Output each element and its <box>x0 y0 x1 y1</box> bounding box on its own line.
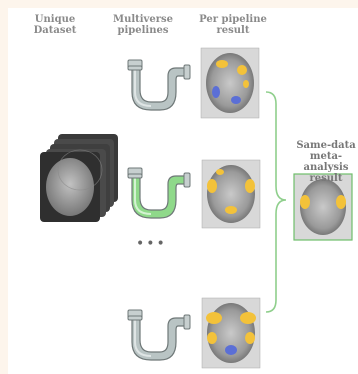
dataset-brain-icon <box>46 158 94 216</box>
dataset-stack <box>40 134 118 222</box>
pipeline-1-collar <box>128 66 142 70</box>
result-brain-1 <box>201 48 259 118</box>
pipeline-3-icon <box>128 310 190 360</box>
pipeline-1-collar <box>184 65 190 79</box>
result-brain-3 <box>202 298 260 368</box>
pipeline-2-icon <box>128 168 190 218</box>
meta-label-line2: meta-analysis <box>288 151 358 173</box>
pipeline-2-collar <box>184 173 190 187</box>
meta-label-line3: result <box>288 173 358 184</box>
grouping-brace <box>266 92 286 312</box>
more-pipelines-ellipsis: ••• <box>136 236 166 252</box>
brain-icon <box>207 165 255 223</box>
pipeline-2-collar <box>128 174 142 178</box>
pipeline-3-collar <box>184 315 190 329</box>
meta-label-line1: Same-data <box>288 140 358 151</box>
pipeline-3-collar <box>128 316 142 320</box>
meta-analysis-label: Same-data meta-analysis result <box>288 140 358 184</box>
result-brain-2 <box>202 160 260 228</box>
pipeline-1-icon <box>128 60 190 110</box>
